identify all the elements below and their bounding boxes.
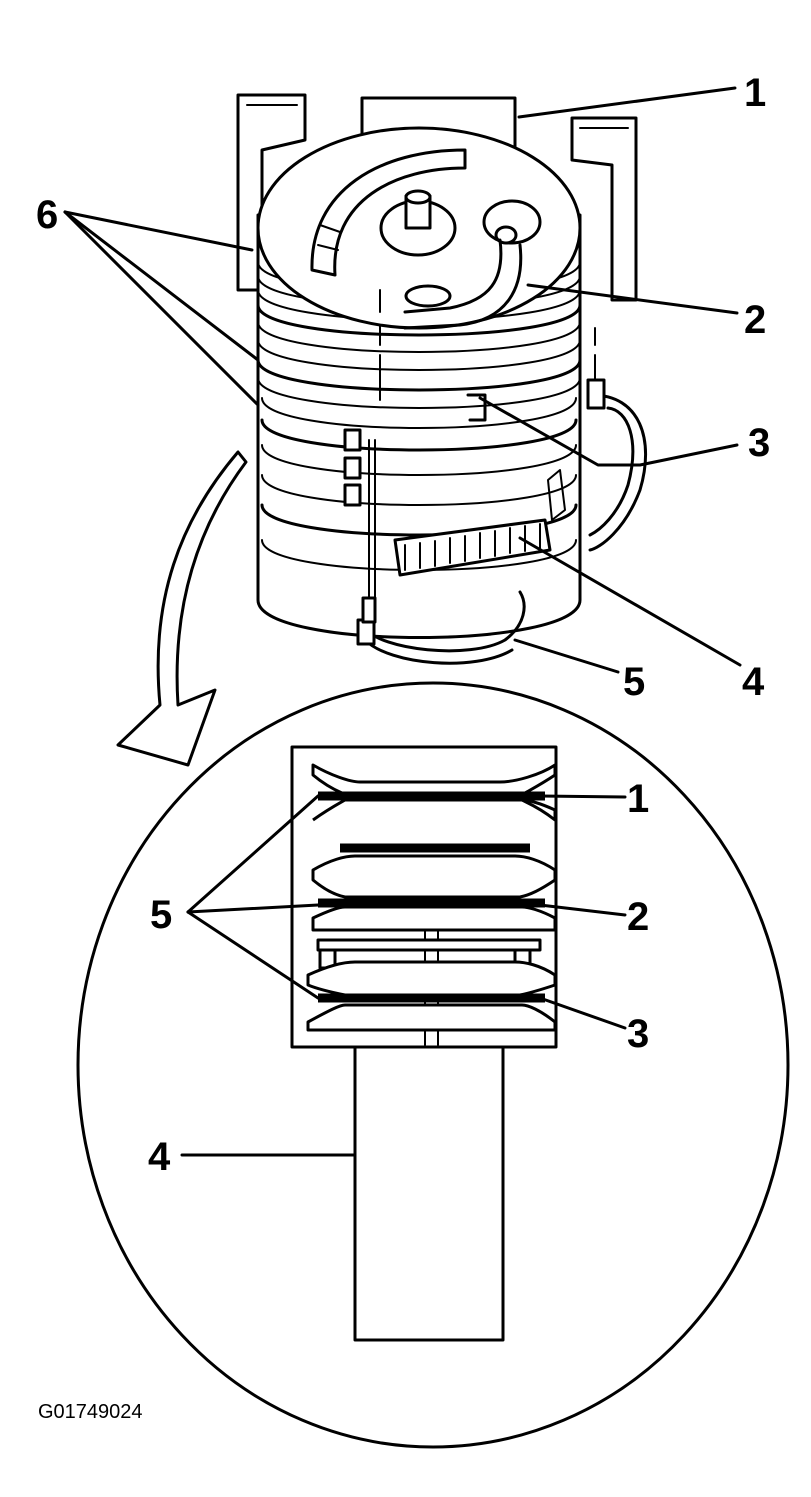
accumulator-assembly	[236, 93, 648, 665]
detail-callout-1: 1	[627, 777, 649, 821]
bottom-tube	[356, 590, 526, 665]
top-callout-2: 2	[744, 298, 766, 342]
detail-callout-3: 3	[627, 1012, 649, 1056]
top-callout-6: 6	[36, 193, 58, 237]
side-tube	[586, 378, 648, 552]
piston-housing	[256, 126, 596, 639]
top-leader-lines	[63, 86, 742, 674]
top-callouts: 1 2 3 4 5 6	[36, 71, 770, 704]
detail-callout-2: 2	[627, 895, 649, 939]
detail-circle	[76, 681, 790, 1449]
top-callout-5: 5	[623, 660, 645, 704]
top-callout-4: 4	[742, 660, 765, 704]
top-callout-1: 1	[744, 71, 766, 115]
detail-arrow	[116, 450, 248, 767]
accumulator-stem	[353, 1043, 505, 1342]
detail-callout-5: 5	[150, 893, 172, 937]
detail-view	[76, 681, 790, 1449]
mounting-bracket	[236, 93, 638, 302]
detail-callout-4: 4	[148, 1135, 171, 1179]
detail-callouts: 1 2 3 4 5	[148, 777, 649, 1179]
figure-id: G01749024	[38, 1401, 143, 1423]
detail-leader-lines	[180, 794, 627, 1157]
top-callout-3: 3	[748, 421, 770, 465]
